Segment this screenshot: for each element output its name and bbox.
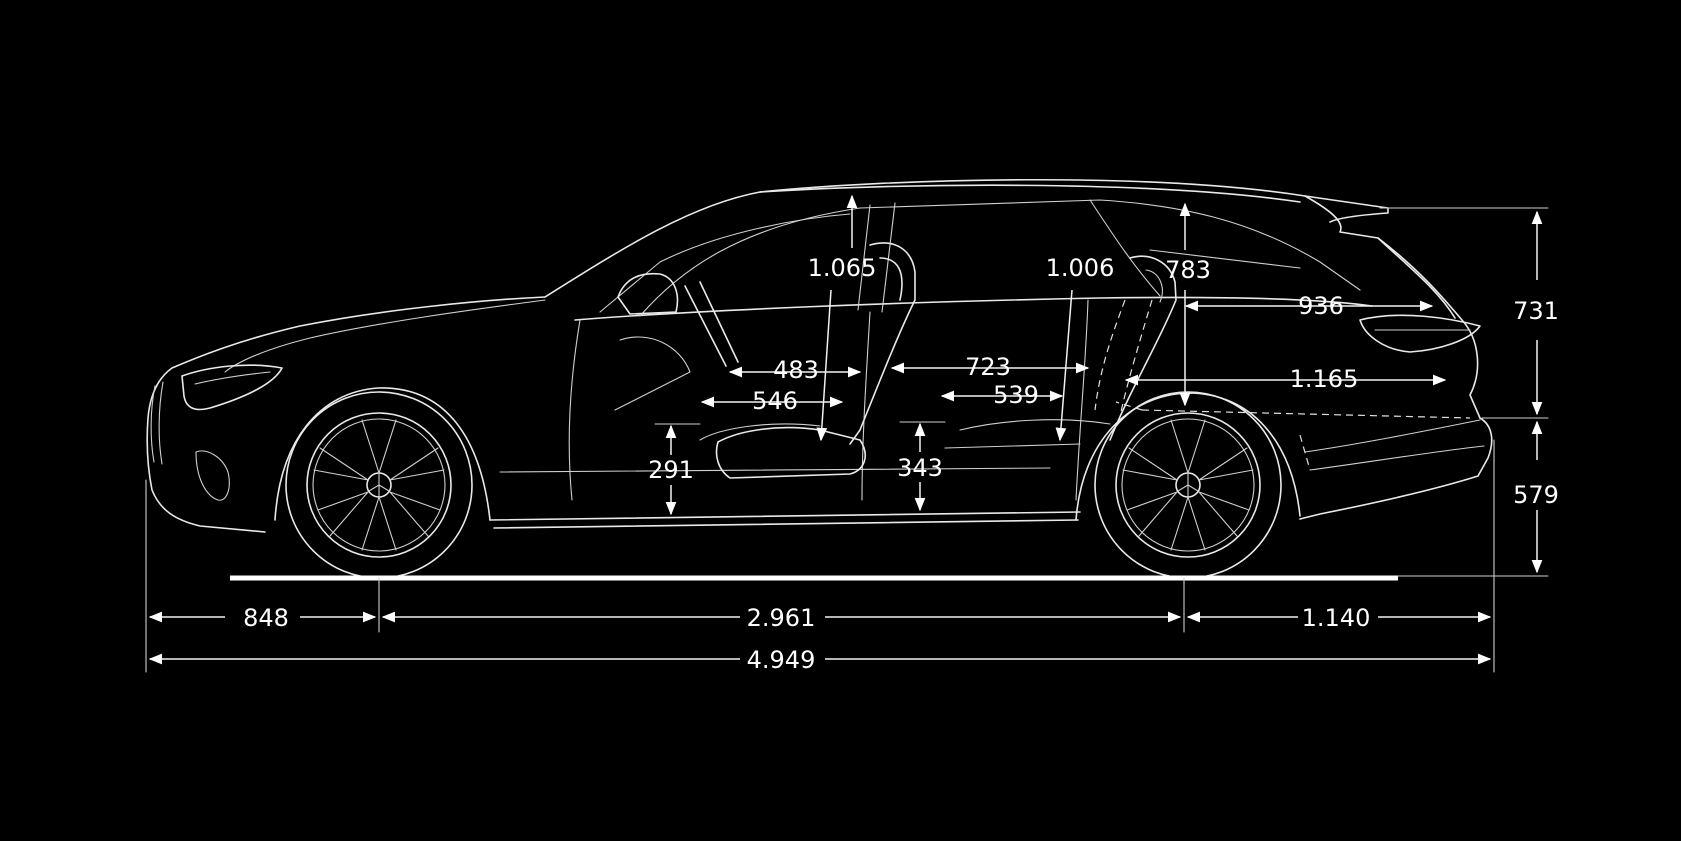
headroom-front-label: 1.065	[808, 254, 877, 282]
front-wheel	[285, 391, 473, 579]
interior-outline	[614, 242, 1471, 479]
rear-opening-height-label: 783	[1165, 256, 1211, 284]
car-body-outline	[146, 178, 1493, 533]
headroom-rear-arrow	[1055, 289, 1073, 442]
rear-wheel	[1094, 391, 1282, 579]
rear-wheel-spokes	[1122, 419, 1254, 551]
wheelbase-label: 2.961	[747, 604, 816, 632]
front-seat-depth-label: 546	[752, 387, 798, 415]
headroom-rear-label: 1.006	[1046, 254, 1115, 282]
dimension-labels: 1.065 1.006 783 936 1.165 731 579 483 54…	[243, 254, 1559, 674]
load-length-lower-label: 1.165	[1290, 365, 1359, 393]
rear-overhang-label: 1.140	[1302, 604, 1371, 632]
front-overhang-label: 848	[243, 604, 289, 632]
headroom-front-lower-arrow	[816, 289, 832, 442]
rear-seat-height-label: 343	[897, 454, 943, 482]
exterior-dimension-arrows	[148, 210, 1543, 665]
front-wheel-spokes	[313, 419, 445, 551]
front-seat-height-label: 291	[648, 456, 694, 484]
roof-to-sill-height-label: 731	[1513, 297, 1559, 325]
extension-lines	[145, 207, 1549, 673]
rear-legroom-label: 723	[965, 353, 1011, 381]
overall-length-label: 4.949	[747, 646, 816, 674]
front-legroom-label: 483	[773, 356, 819, 384]
load-length-upper-label: 936	[1298, 292, 1344, 320]
rear-seat-depth-label: 539	[993, 381, 1039, 409]
sill-height-label: 579	[1513, 481, 1559, 509]
interior-dimension-arrows	[654, 194, 1447, 516]
